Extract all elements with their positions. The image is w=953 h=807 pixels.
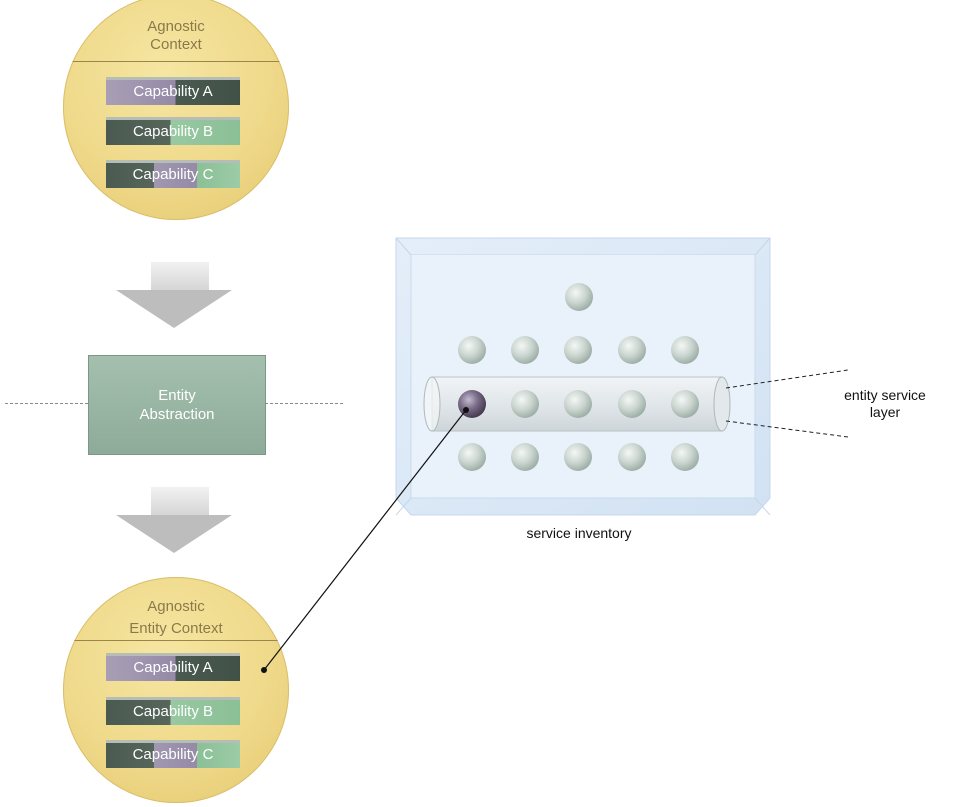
capability-a-bar: Capability A <box>106 653 240 681</box>
tube-end-cap <box>423 376 441 432</box>
capability-a-bar: Capability A <box>106 77 240 105</box>
service-sphere <box>618 336 646 364</box>
entity-service-layer-line2: layer <box>869 404 901 420</box>
capability-c-label: Capability C <box>132 166 214 183</box>
service-sphere <box>671 443 699 471</box>
capability-c-label: Capability C <box>132 746 214 763</box>
entity-abstraction-line1: Entity <box>158 387 196 404</box>
entity-context-title-line1: Agnostic <box>147 598 205 615</box>
service-sphere <box>618 443 646 471</box>
agnostic-context-title-line2: Context <box>150 36 202 53</box>
capability-c-bar: Capability C <box>106 160 240 188</box>
abstraction-dashed-line-left <box>5 403 88 404</box>
entity-service-layer-label: entity service layer <box>820 387 950 421</box>
service-sphere <box>564 336 592 364</box>
highlighted-entity-service-sphere <box>458 390 486 418</box>
service-inventory-label: service inventory <box>526 525 632 541</box>
service-sphere <box>671 336 699 364</box>
down-arrow-icon <box>116 515 232 553</box>
agnostic-entity-context-circle: Agnostic Entity Context Capability A Cap… <box>63 577 289 803</box>
service-sphere <box>618 390 646 418</box>
down-arrow-shaft <box>151 262 209 292</box>
capability-a-label: Capability A <box>133 83 213 100</box>
down-arrow-shaft <box>151 487 209 517</box>
connector-endpoint-dot <box>261 667 267 673</box>
service-sphere <box>458 336 486 364</box>
agnostic-context-circle: Agnostic Context Capability A Capability… <box>63 0 289 220</box>
capability-b-label: Capability B <box>132 703 214 720</box>
context-to-service-connector <box>263 409 467 671</box>
connector-endpoint-dot <box>463 407 469 413</box>
down-arrow-icon <box>116 290 232 328</box>
service-sphere <box>511 336 539 364</box>
service-sphere <box>565 283 593 311</box>
service-sphere <box>564 443 592 471</box>
capability-a-label: Capability A <box>133 659 213 676</box>
service-sphere <box>511 443 539 471</box>
entity-context-divider <box>63 640 289 641</box>
capability-c-bar: Capability C <box>106 740 240 768</box>
entity-context-title-line2: Entity Context <box>129 620 223 637</box>
capability-b-bar: Capability B <box>106 117 240 145</box>
capability-b-bar: Capability B <box>106 697 240 725</box>
agnostic-context-divider <box>63 61 289 62</box>
abstraction-dashed-line-right <box>265 403 343 404</box>
agnostic-context-title-line1: Agnostic <box>147 18 205 35</box>
capability-b-label: Capability B <box>132 123 214 140</box>
service-sphere <box>564 390 592 418</box>
entity-service-layer-line1: entity service <box>844 387 926 403</box>
service-sphere <box>671 390 699 418</box>
entity-abstraction-box: Entity Abstraction <box>88 355 266 455</box>
service-sphere <box>511 390 539 418</box>
service-sphere <box>458 443 486 471</box>
entity-abstraction-line2: Abstraction <box>139 406 215 423</box>
